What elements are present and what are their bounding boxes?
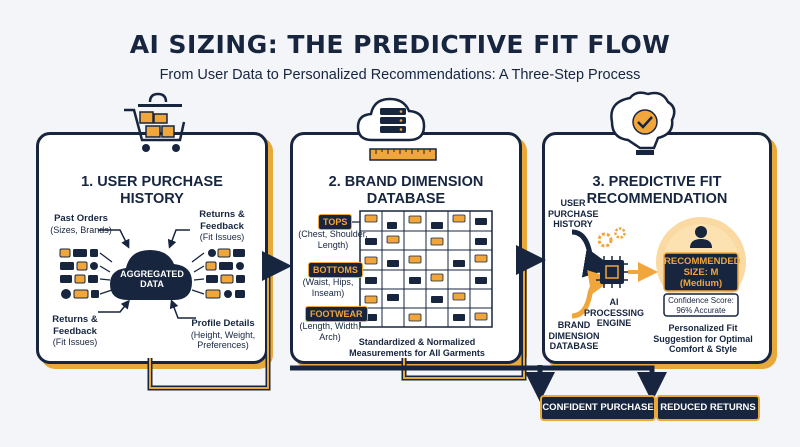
- footwear-dimensions: (Length, Width,Arch): [299, 321, 361, 342]
- ruler-icon: [369, 148, 437, 161]
- right-data-nodes: [191, 248, 245, 299]
- outcome-confident-purchase: CONFIDENT PURCHASE: [540, 395, 656, 421]
- shopping-cart-icon: [124, 92, 186, 152]
- category-bottoms: BOTTOMS: [308, 262, 363, 278]
- tops-dimensions: (Chest, Shoulder,Length): [298, 229, 368, 250]
- label-returns-feedback-bottom: Returns &Feedback(Fit Issues): [52, 314, 98, 347]
- step3-title: 3. PREDICTIVE FIT RECOMMENDATION: [586, 174, 728, 207]
- dimension-grid: [352, 210, 493, 328]
- panel-user-history: [36, 132, 268, 364]
- confidence-score: Confidence Score:96% Accurate: [668, 296, 734, 315]
- page-subtitle: From User Data to Personalized Recommend…: [159, 67, 641, 83]
- step2-title: 2. BRAND DIMENSION DATABASE: [328, 174, 484, 207]
- user-avatar-icon: [690, 226, 712, 248]
- left-data-nodes: [59, 248, 113, 299]
- brain-check-icon: [610, 91, 676, 155]
- aggregated-data-cloud: [110, 250, 192, 300]
- category-tops: TOPS: [318, 214, 353, 230]
- step1-title: 1. USER PURCHASE HISTORY: [81, 174, 223, 207]
- category-footwear: FOOTWEAR: [305, 306, 368, 322]
- label-returns-feedback-top: Returns &Feedback(Fit Issues): [199, 209, 245, 242]
- page-title: AI SIZING: THE PREDICTIVE FIT FLOW: [129, 30, 671, 59]
- bottoms-dimensions: (Waist, Hips,Inseam): [302, 277, 354, 298]
- outcome-reduced-returns: REDUCED RETURNS: [656, 395, 760, 421]
- label-past-orders: Past Orders(Sizes, Brands): [50, 213, 112, 235]
- gear-icon: [597, 227, 626, 248]
- cloud-database-icon: [356, 97, 426, 142]
- chip-icon: [596, 256, 628, 288]
- label-profile-details: Profile Details(Height, Weight,Preferenc…: [190, 318, 256, 350]
